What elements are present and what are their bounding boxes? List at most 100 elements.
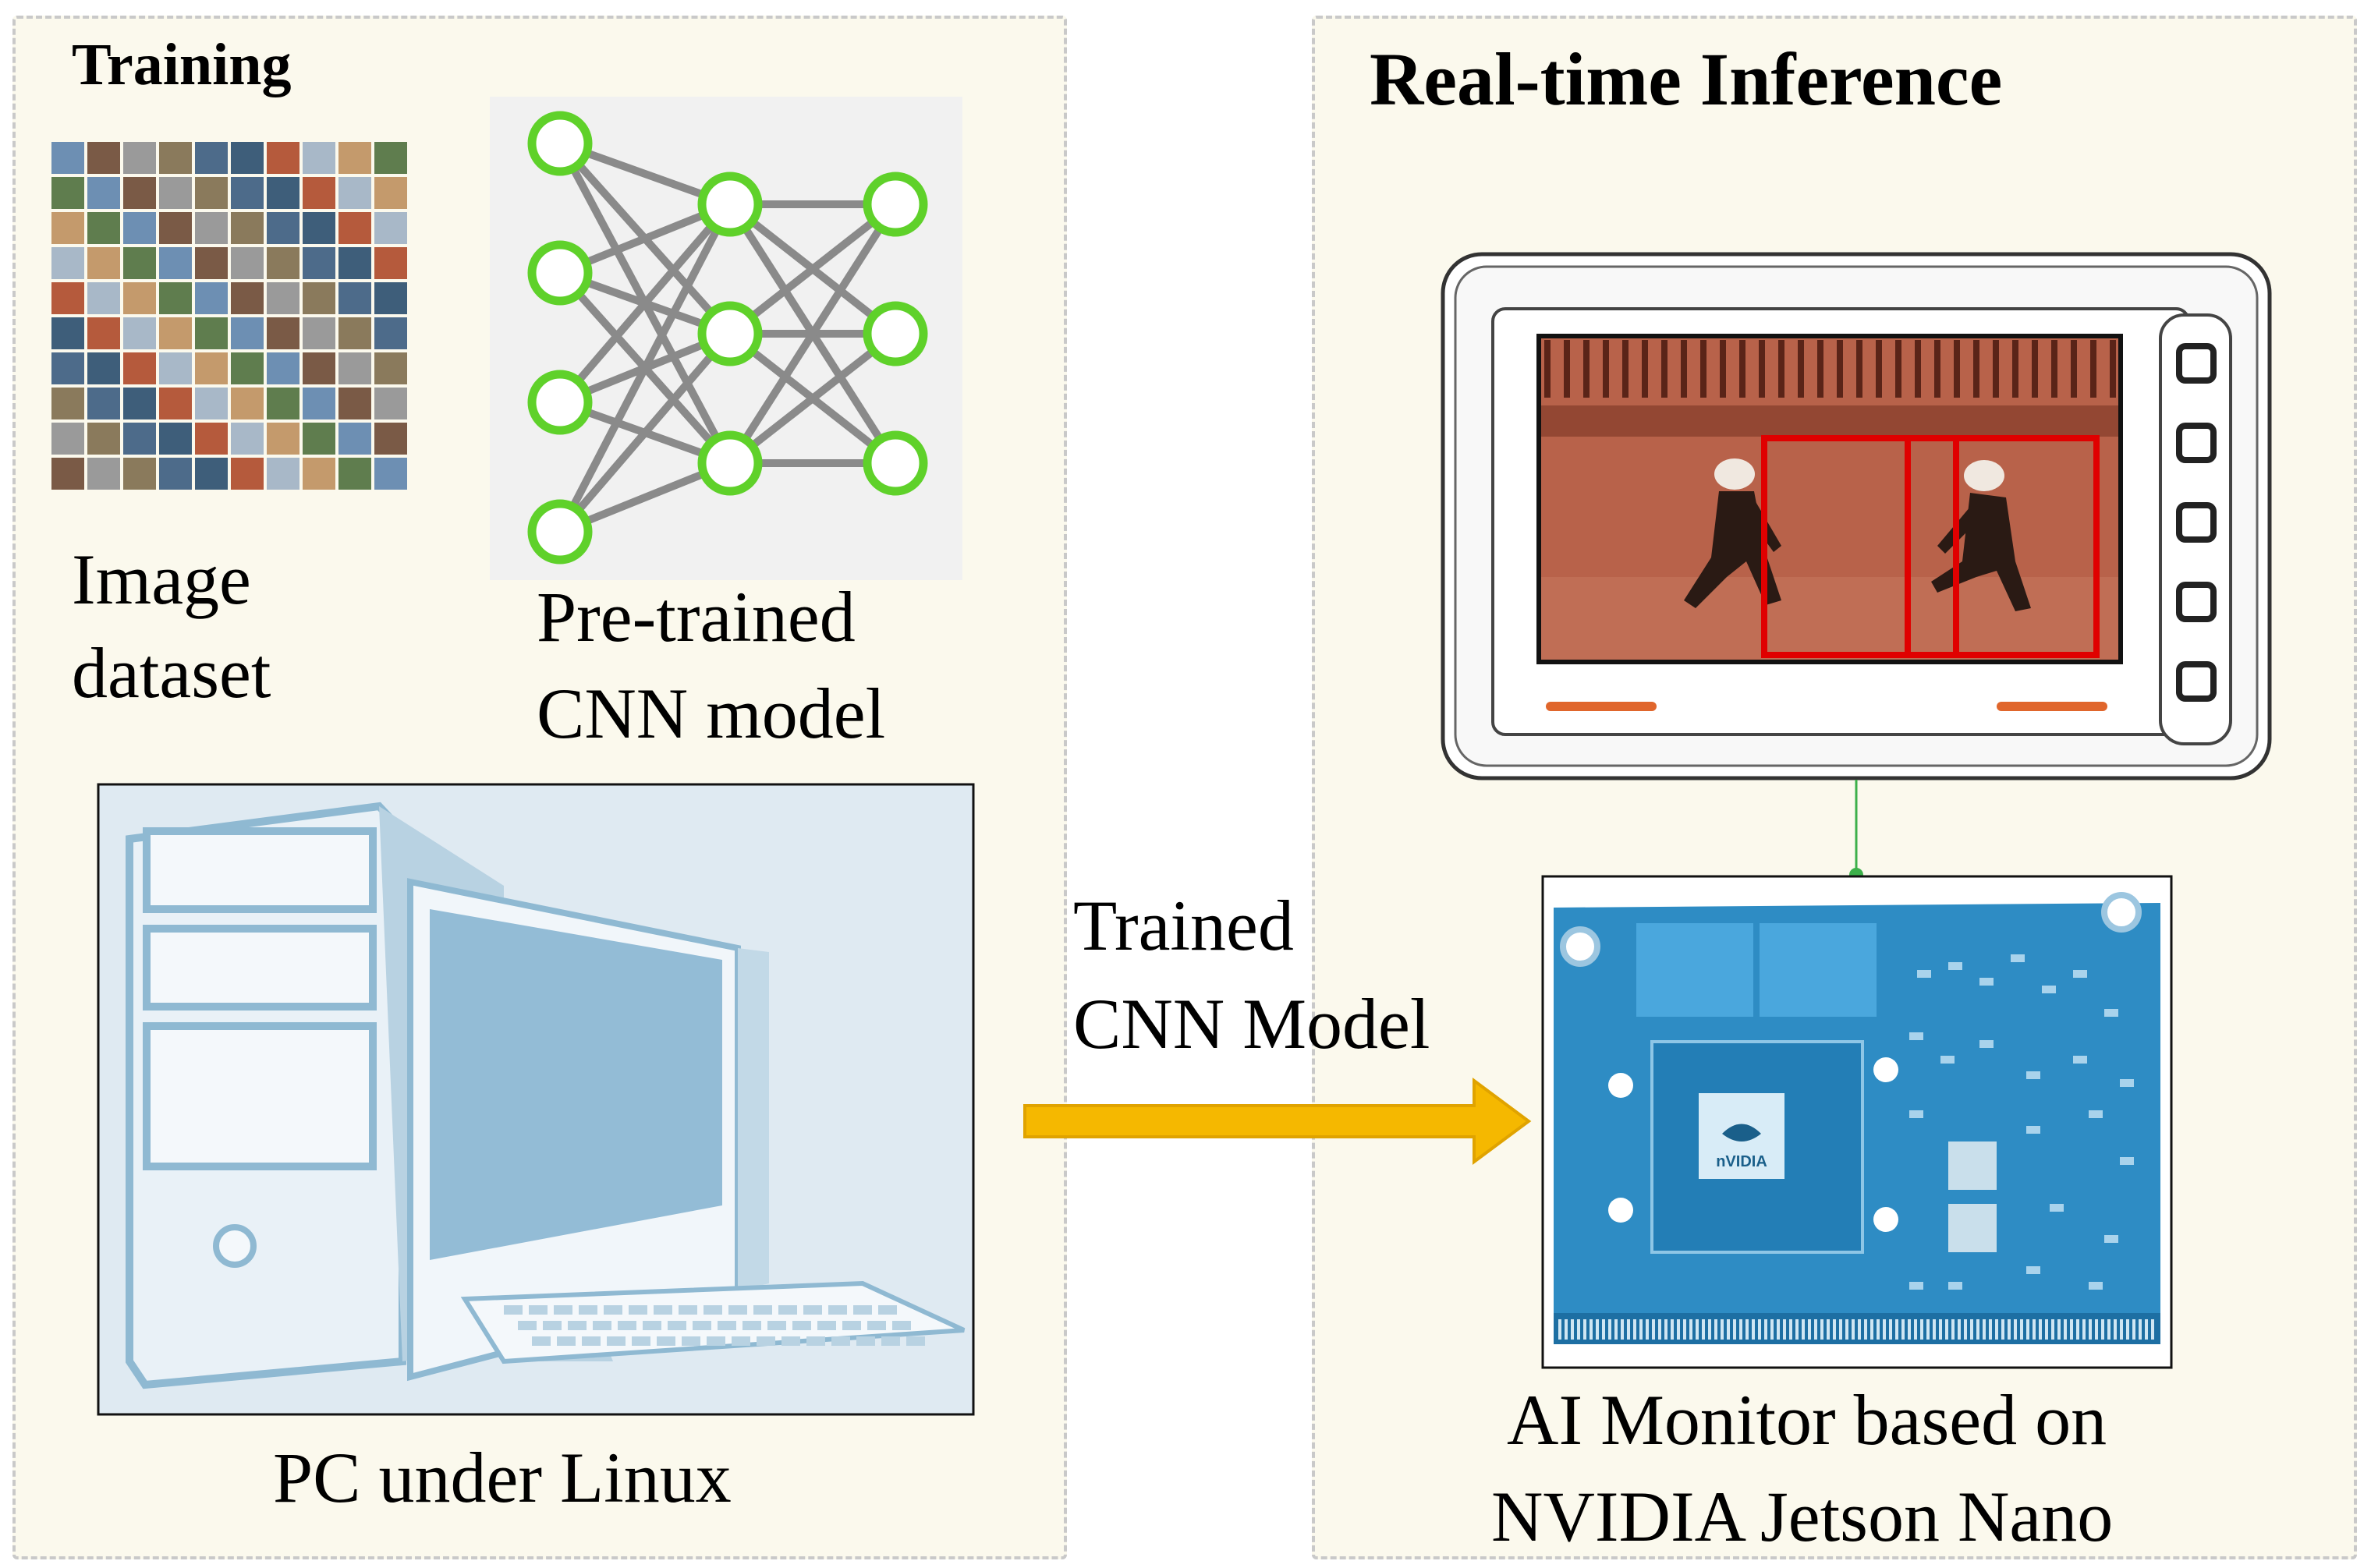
edge-pin [1664, 1319, 1667, 1340]
dataset-thumbnail [159, 458, 192, 490]
nn-edge [556, 202, 734, 534]
edge-pin [1583, 1319, 1586, 1340]
monitor-indicator-right [1997, 702, 2107, 711]
dataset-thumbnail [303, 352, 335, 384]
model-label-line1: Pre-trained [537, 577, 856, 657]
board-component [2089, 1110, 2103, 1118]
dataset-thumbnail [303, 458, 335, 490]
keyboard-key [582, 1336, 601, 1346]
edge-pin [1752, 1319, 1755, 1340]
nn-neuron [863, 430, 928, 496]
dataset-thumbnail [159, 247, 192, 279]
edge-pin [1621, 1319, 1624, 1340]
dataset-thumbnail [231, 317, 264, 349]
edge-pin [2070, 1319, 2073, 1340]
edge-pin [1970, 1319, 1973, 1340]
dataset-thumbnail [231, 177, 264, 209]
image-dataset-grid [51, 142, 407, 490]
edge-pin [1789, 1319, 1792, 1340]
board-component [2050, 1204, 2064, 1212]
dataset-thumbnail [51, 352, 84, 384]
dataset-thumbnail [338, 142, 371, 174]
dataset-thumbnail [338, 388, 371, 419]
dataset-thumbnail [195, 458, 228, 490]
nn-edge [557, 331, 733, 535]
edge-pin [1714, 1319, 1717, 1340]
dataset-thumbnail [195, 388, 228, 419]
edge-pin [1945, 1319, 1948, 1340]
dataset-thumbnail [123, 177, 156, 209]
edge-pin [2151, 1319, 2154, 1340]
dataset-thumbnail [159, 177, 192, 209]
keyboard-key [757, 1336, 775, 1346]
dataset-thumbnail [303, 177, 335, 209]
dataset-thumbnail [303, 423, 335, 455]
edge-pin [1908, 1319, 1911, 1340]
keyboard-key [579, 1305, 597, 1315]
board-component [2089, 1282, 2103, 1290]
dataset-thumbnail [267, 423, 299, 455]
edge-pin [2008, 1319, 2011, 1340]
dataset-thumbnail [87, 212, 120, 244]
edge-pin [1671, 1319, 1674, 1340]
edge-pin [1745, 1319, 1749, 1340]
dataset-thumbnail [303, 282, 335, 314]
edge-pin [1858, 1319, 1861, 1340]
cnn-network-icon [490, 97, 962, 580]
board-component [1909, 1110, 1923, 1118]
dataset-thumbnail [51, 212, 84, 244]
edge-pin [1976, 1319, 1979, 1340]
dataset-thumbnail [123, 458, 156, 490]
edge-pin [1602, 1319, 1605, 1340]
dataset-thumbnail [267, 352, 299, 384]
board-component [1979, 978, 1994, 986]
edge-pin [1633, 1319, 1636, 1340]
dataset-thumbnail [51, 142, 84, 174]
board-component [2120, 1079, 2134, 1087]
edge-pin [1758, 1319, 1761, 1340]
edge-pin [2145, 1319, 2148, 1340]
transfer-label-line2: CNN Model [1073, 984, 1430, 1064]
dataset-thumbnail [374, 423, 407, 455]
dataset-thumbnail [195, 423, 228, 455]
dataset-thumbnail [87, 458, 120, 490]
keyboard-key [906, 1336, 925, 1346]
dataset-thumbnail [231, 282, 264, 314]
dataset-thumbnail [338, 282, 371, 314]
model-label-line2: CNN model [537, 674, 886, 753]
dataset-thumbnail [159, 142, 192, 174]
edge-pin [1827, 1319, 1830, 1340]
dataset-thumbnail [123, 423, 156, 455]
keyboard-key [693, 1321, 711, 1330]
edge-pin [1914, 1319, 1917, 1340]
pc-label: PC under Linux [273, 1438, 732, 1517]
keyboard-key [632, 1336, 650, 1346]
edge-pin [1958, 1319, 1961, 1340]
edge-pin [2064, 1319, 2067, 1340]
keyboard-key [853, 1305, 872, 1315]
dataset-thumbnail [303, 247, 335, 279]
keyboard-key [532, 1336, 551, 1346]
edge-pin [2082, 1319, 2086, 1340]
dataset-thumbnail [123, 352, 156, 384]
keyboard-key [704, 1305, 722, 1315]
edge-pin [1571, 1319, 1574, 1340]
edge-pin [2045, 1319, 2048, 1340]
edge-pin [2026, 1319, 2029, 1340]
edge-pin [1795, 1319, 1799, 1340]
edge-pin [1764, 1319, 1767, 1340]
edge-pin [2095, 1319, 2098, 1340]
board-component [2073, 1056, 2087, 1064]
pc-illustration [97, 783, 975, 1416]
transfer-label-line1: Trained [1073, 886, 1294, 965]
pc-keyboard [460, 1280, 966, 1364]
dataset-thumbnail [267, 212, 299, 244]
dataset-thumbnail [231, 458, 264, 490]
keyboard-key [803, 1305, 822, 1315]
dataset-thumbnail [303, 388, 335, 419]
dataset-thumbnail [87, 388, 120, 419]
dataset-thumbnail [231, 212, 264, 244]
dataset-thumbnail [267, 142, 299, 174]
keyboard-key [668, 1321, 686, 1330]
dataset-thumbnail [374, 388, 407, 419]
